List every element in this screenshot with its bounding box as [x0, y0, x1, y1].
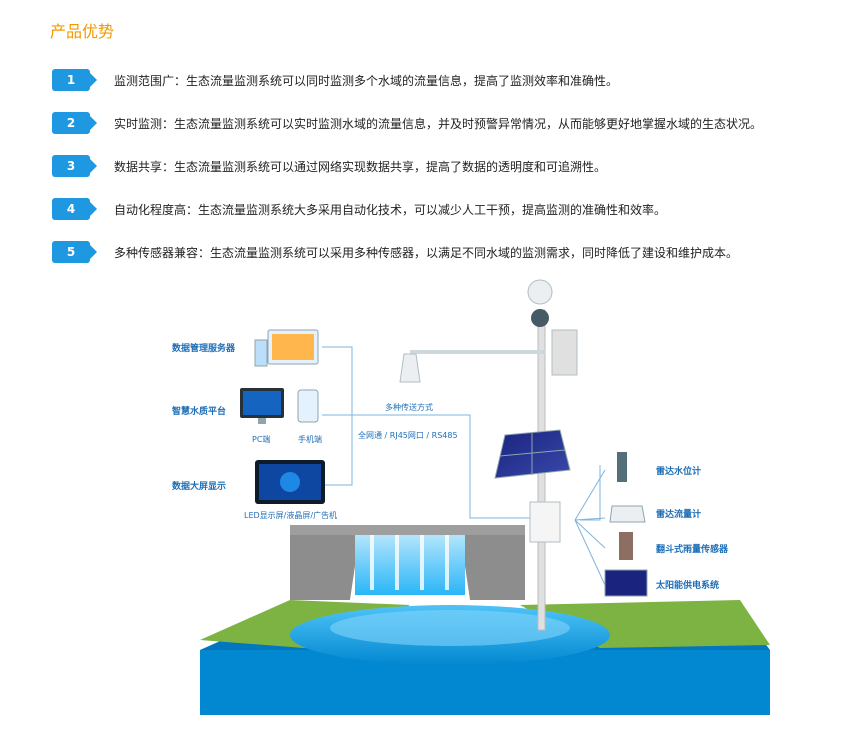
- advantage-item: 1 监测范围广：生态流量监测系统可以同时监测多个水域的流量信息，提高了监测效率和准…: [52, 68, 618, 92]
- solar-panel: [494, 429, 571, 479]
- mobile-label: 手机端: [298, 435, 322, 444]
- advantage-item: 2 实时监测：生态流量监测系统可以实时监测水域的流量信息，并及时预警异常情况，从而…: [52, 111, 762, 135]
- advantage-text: 自动化程度高：生态流量监测系统大多采用自动化技术，可以减少人工干预，提高监测的准…: [114, 202, 667, 217]
- number-badge: 3: [52, 155, 97, 177]
- pc-label: PC端: [252, 435, 271, 444]
- radar-water-level-icon: [617, 452, 627, 482]
- number-badge: 2: [52, 112, 97, 134]
- sensor-label-rain-gauge: 翻斗式雨量传感器: [656, 545, 729, 555]
- server-label: 数据管理服务器: [172, 344, 236, 354]
- dam: [290, 525, 525, 600]
- sensor-label-flow-meter: 雷达流量计: [656, 510, 702, 520]
- platform-label: 智慧水质平台: [172, 407, 227, 417]
- number-badge: 4: [52, 198, 97, 220]
- radar-flow-meter-icon: [609, 505, 646, 523]
- bigscreen-sub: LED显示屏/液晶屏/广告机: [244, 511, 338, 520]
- connection-lines: [322, 346, 606, 586]
- number-badge: 5: [52, 241, 97, 263]
- advantage-item: 5 多种传感器兼容：生态流量监测系统可以采用多种传感器，以满足不同水域的监测需求，…: [52, 240, 738, 264]
- advantage-text: 实时监测：生态流量监测系统可以实时监测水域的流量信息，并及时预警异常情况，从而能…: [114, 116, 763, 131]
- mobile-phone-icon: [297, 389, 319, 423]
- ground: [200, 600, 770, 715]
- monitoring-pole: [399, 279, 578, 631]
- advantage-text: 数据共享：生态流量监测系统可以通过网络实现数据共享，提高了数据的透明度和可追溯性…: [114, 159, 607, 174]
- number-badge: 1: [52, 69, 97, 91]
- sensor-label-water-level: 雷达水位计: [656, 467, 702, 477]
- solar-power-icon: [604, 569, 648, 597]
- advantage-text: 多种传感器兼容：生态流量监测系统可以采用多种传感器，以满足不同水域的监测需求，同…: [114, 245, 739, 260]
- section-title: 产品优势: [50, 22, 115, 41]
- pc-monitor-icon: [240, 388, 284, 424]
- advantage-text: 监测范围广：生态流量监测系统可以同时监测多个水域的流量信息，提高了监测效率和准确…: [114, 73, 619, 88]
- server-computer-icon: [254, 329, 319, 367]
- bigscreen-label: 数据大屏显示: [172, 482, 227, 492]
- advantage-item: 3 数据共享：生态流量监测系统可以通过网络实现数据共享，提高了数据的透明度和可追溯…: [52, 154, 606, 178]
- big-screen-icon: [255, 460, 325, 504]
- system-diagram: [200, 279, 770, 715]
- transfer-sub: 全网通 / RJ45网口 / RS485: [358, 431, 458, 440]
- advantage-item: 4 自动化程度高：生态流量监测系统大多采用自动化技术，可以减少人工干预，提高监测的…: [52, 197, 666, 221]
- sensor-label-solar: 太阳能供电系统: [656, 581, 720, 591]
- transfer-label: 多种传送方式: [385, 403, 433, 412]
- rain-gauge-icon: [619, 532, 633, 560]
